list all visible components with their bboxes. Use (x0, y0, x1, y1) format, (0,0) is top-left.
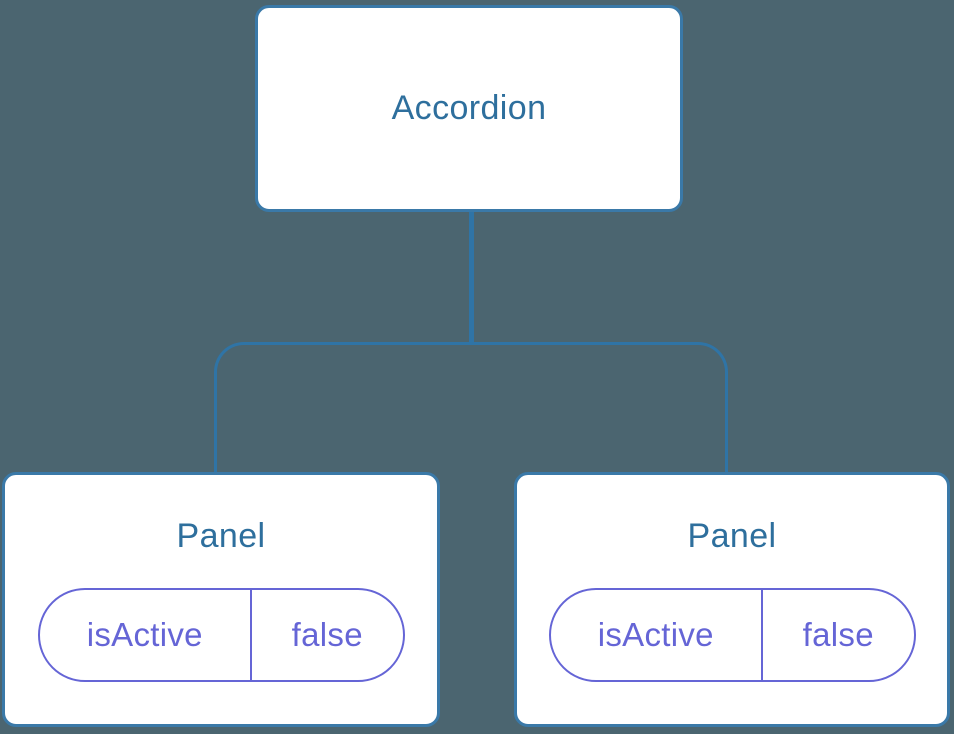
panel-node-label: Panel (176, 517, 266, 555)
state-pill: isActive false (548, 588, 916, 682)
accordion-node-label: Accordion (391, 89, 547, 127)
panel-node-left: Panel isActive false (2, 472, 440, 727)
state-value: false (802, 616, 874, 653)
connector-stem (469, 210, 474, 344)
state-key: isActive (40, 590, 253, 680)
panel-node-right: Panel isActive false (514, 472, 950, 727)
state-value: false (291, 616, 363, 653)
accordion-node: Accordion (255, 5, 683, 212)
panel-node-label: Panel (687, 517, 777, 555)
state-key: isActive (551, 590, 764, 680)
connector-bracket (214, 342, 728, 473)
state-pill: isActive false (37, 588, 405, 682)
